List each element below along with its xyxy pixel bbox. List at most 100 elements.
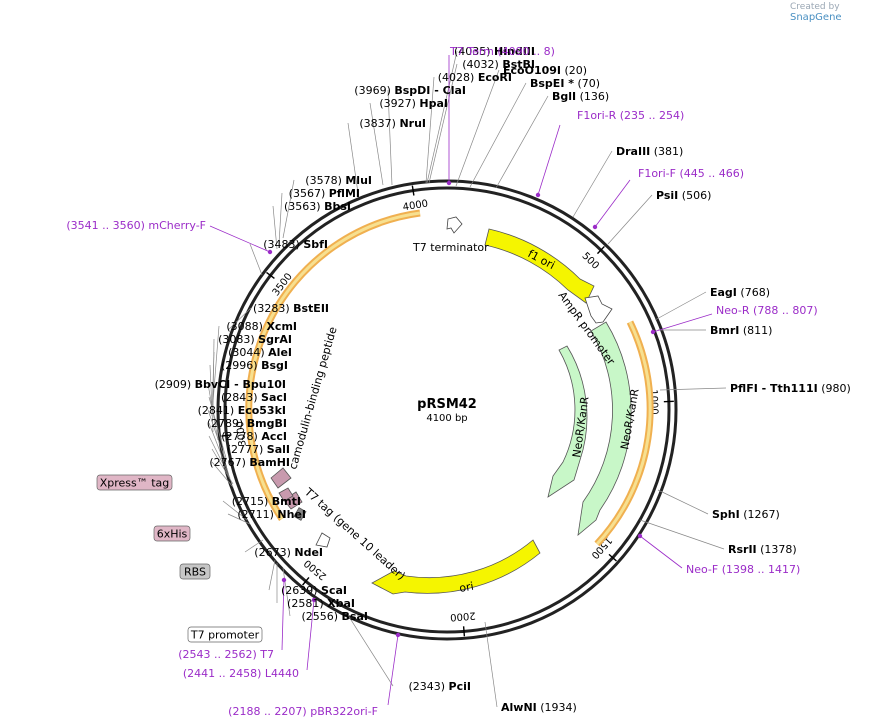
site-label[interactable]: (2767) BamHI <box>209 456 290 469</box>
site-label[interactable]: BmrI (811) <box>710 324 772 337</box>
site-label[interactable]: (2777) SalI <box>227 443 290 456</box>
ori-arrow[interactable] <box>371 539 541 595</box>
site-label[interactable]: (3578) MluI <box>305 174 372 187</box>
t7-terminator-arrow[interactable] <box>446 216 463 234</box>
site-label[interactable]: (3567) PflMI <box>289 187 360 200</box>
site-label[interactable]: (3837) NruI <box>359 117 426 130</box>
rbs-block[interactable] <box>293 507 307 521</box>
site-label[interactable]: BglI (136) <box>552 90 609 103</box>
site-label[interactable]: RsrII (1378) <box>728 543 797 556</box>
snapgene-credit: Created by SnapGene <box>790 2 888 23</box>
tick-mark <box>411 185 415 196</box>
site-label[interactable]: EcoO109I (20) <box>503 64 587 77</box>
site-label[interactable]: EagI (768) <box>710 286 770 299</box>
site-label[interactable]: (2556) BsaI <box>301 610 368 623</box>
primer-name: pBR322ori-F <box>310 705 378 718</box>
site-label[interactable]: (2996) BsgI <box>221 359 288 372</box>
site-name: PflMI <box>329 187 360 200</box>
site-leader <box>207 409 227 463</box>
primer-name: F1ori-F <box>638 167 679 180</box>
primer-label[interactable]: (2188 .. 2207) pBR322ori-F <box>228 705 378 718</box>
site-label[interactable]: SphI (1267) <box>712 508 780 521</box>
boxed-feature-box[interactable] <box>187 626 263 643</box>
t7-tag-arrow[interactable] <box>315 532 331 548</box>
site-label[interactable]: (2711) NheI <box>237 508 306 521</box>
primer-range: (2441 .. 2458) <box>183 667 265 680</box>
boxed-feature-box[interactable] <box>179 563 211 580</box>
site-label[interactable]: (2843) SacI <box>221 391 287 404</box>
site-name: BspDI <box>394 84 430 97</box>
site-label[interactable]: (2789) BmgBI <box>207 417 287 430</box>
neor-kanr-arrow-2[interactable] <box>577 321 632 536</box>
site-label[interactable]: (3563) BbsI <box>284 200 351 213</box>
primer-mark <box>281 577 287 583</box>
primer-label[interactable]: (2543 .. 2562) T7 <box>178 648 274 661</box>
site-name: AccI <box>261 430 287 443</box>
site-alt: - ClaI <box>430 84 466 97</box>
site-label[interactable]: (2841) Eco53kI <box>198 404 286 417</box>
site-pos: (2843) <box>221 391 261 404</box>
site-label[interactable]: PflFI - Tth111I (980) <box>730 382 851 395</box>
cut-box-arrow[interactable] <box>278 487 294 502</box>
site-name: BsaI <box>342 610 368 623</box>
site-label[interactable]: (2909) BbvCI - Bpu10I <box>155 378 286 391</box>
primer-leader <box>306 599 315 671</box>
neor-long-arc-core <box>595 321 652 546</box>
site-label[interactable]: (2778) AccI <box>221 430 287 443</box>
site-label[interactable]: (4028) EcoRI <box>438 71 512 84</box>
site-label[interactable]: (3083) SgrAI <box>218 333 292 346</box>
primer-range: (1398 .. 1417) <box>722 563 801 576</box>
boxed-feature-box[interactable] <box>96 474 173 491</box>
site-pos: (3927) <box>379 97 419 110</box>
site-label[interactable]: (2639) ScaI <box>281 584 347 597</box>
f1-ori-arrow[interactable] <box>484 228 595 304</box>
site-labels: (4035) HindIII(4032) BstBI(4028) EcoRI(3… <box>155 45 851 714</box>
site-leader <box>425 76 435 184</box>
site-label[interactable]: PsiI (506) <box>656 189 711 202</box>
credit-text: Created by <box>790 2 840 12</box>
primer-label[interactable]: F1ori-F (445 .. 466) <box>638 167 744 180</box>
ampr-promoter-arrow[interactable] <box>584 295 613 324</box>
site-label[interactable]: (3044) AleI <box>228 346 292 359</box>
site-label[interactable]: (4035) HindIII <box>454 45 535 58</box>
primer-label[interactable]: T7 Term (4090 .. 8) <box>449 45 555 58</box>
site-label[interactable]: AlwNI (1934) <box>501 701 577 714</box>
site-name: BglI <box>552 90 576 103</box>
site-leader <box>572 150 613 218</box>
xpress-tag-arrow[interactable] <box>270 467 292 489</box>
site-leader <box>654 291 707 321</box>
primer-label[interactable]: (3541 .. 3560) mCherry-F <box>66 219 206 232</box>
site-leader <box>249 243 263 276</box>
site-label[interactable]: BspEI * (70) <box>530 77 600 90</box>
site-label[interactable]: (2715) BmtI <box>232 495 301 508</box>
site-label[interactable]: (3969) BspDI - ClaI <box>354 84 466 97</box>
feature-label-ori: ori <box>458 580 474 595</box>
tick-mark <box>596 245 605 255</box>
site-label[interactable]: (3283) BstEII <box>253 302 329 315</box>
site-leader <box>272 205 278 250</box>
primer-label[interactable]: F1ori-R (235 .. 254) <box>577 109 684 122</box>
site-leader <box>282 567 291 617</box>
boxed-feature-box[interactable] <box>153 525 191 542</box>
site-label[interactable]: (3088) XcmI <box>226 320 297 333</box>
primer-name: mCherry-F <box>148 219 206 232</box>
primer-label[interactable]: Neo-R (788 .. 807) <box>716 304 818 317</box>
site-label[interactable]: (2343) PciI <box>408 680 471 693</box>
primer-range: (788 .. 807) <box>753 304 818 317</box>
site-label[interactable]: DraIII (381) <box>616 145 683 158</box>
site-label[interactable]: (4032) BstBI <box>462 58 535 71</box>
site-name: SbfI <box>303 238 328 251</box>
primer-label[interactable]: (2441 .. 2458) L4440 <box>183 667 299 680</box>
site-label[interactable]: (3483) SbfI <box>263 238 328 251</box>
site-leader <box>426 50 458 184</box>
neor-kanr-arrow-1[interactable] <box>547 345 588 498</box>
site-leader <box>222 500 248 521</box>
site-label[interactable]: (3927) HpaI <box>379 97 448 110</box>
site-leader <box>227 307 252 331</box>
site-pos: (2711) <box>237 508 277 521</box>
site-label[interactable]: (2673) NdeI <box>254 546 323 559</box>
site-leader <box>212 325 220 403</box>
feature-label-t7-terminator: T7 terminator <box>412 241 489 254</box>
primer-label[interactable]: Neo-F (1398 .. 1417) <box>686 563 800 576</box>
site-label[interactable]: (2581) XbaI <box>287 597 355 610</box>
